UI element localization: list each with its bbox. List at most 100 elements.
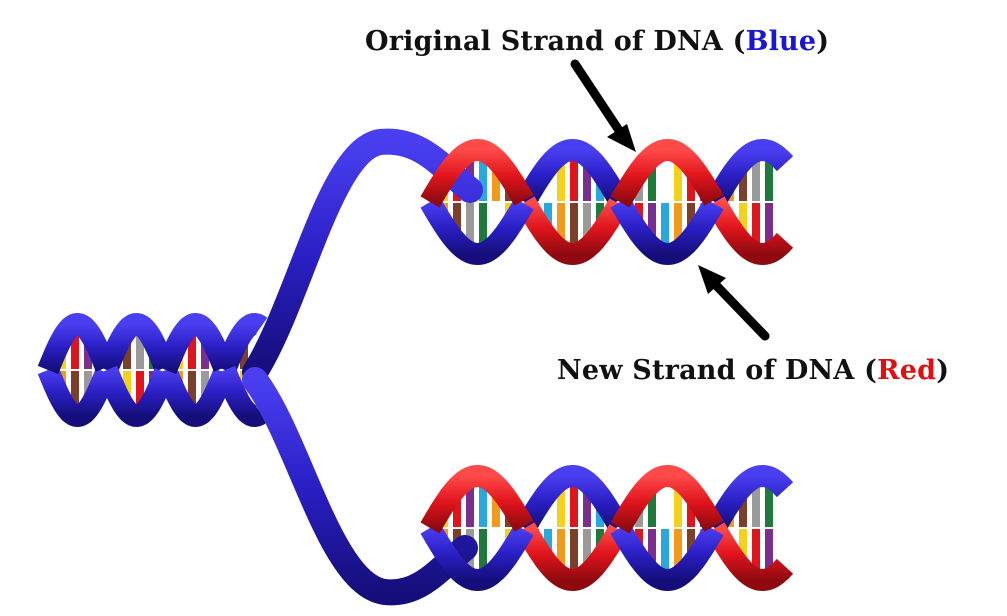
lower-helix-base [583, 529, 591, 567]
lower-helix-base [687, 529, 695, 558]
lower-helix-strand-a [420, 522, 534, 592]
upper-helix-base [583, 163, 591, 201]
upper-helix-base [765, 159, 773, 201]
lower-helix-strand-a [515, 464, 629, 534]
upper-helix-base [544, 203, 552, 230]
upper-helix-base [557, 161, 565, 201]
lower-helix-base [492, 529, 500, 563]
upper-helix-base [557, 203, 565, 243]
parent-helix-strand-a [96, 312, 176, 375]
upper-helix-strand-a [705, 138, 794, 208]
parent-helix-strand-a [155, 365, 235, 428]
lower-helix-strand-a [705, 464, 794, 534]
upper-helix-base [674, 203, 682, 243]
upper-helix-base [453, 203, 461, 235]
parent-helix-base [136, 371, 144, 408]
arrowhead-icon [698, 265, 726, 294]
arrowhead-icon [607, 124, 636, 152]
fork-ribbon-lower [242, 367, 478, 606]
parent-helix-strand-b [214, 365, 268, 428]
lower-helix-strand-a [610, 522, 724, 592]
parent-helix-base [123, 371, 131, 403]
back-strands [96, 138, 794, 592]
lower-helix-base [466, 485, 474, 527]
lower-helix-base [661, 484, 669, 527]
parent-helix-base [188, 371, 196, 408]
original-strand-label: Original Strand of DNA (Blue) [365, 26, 829, 57]
parent-helix-strand-b [96, 365, 176, 428]
upper-helix-base [752, 203, 760, 245]
parent-helix-strand-a [214, 312, 268, 375]
parent-helix-base [84, 339, 92, 369]
parent-helix-base [188, 332, 196, 369]
upper-helix-base [648, 203, 656, 240]
lower-helix-base [674, 487, 682, 527]
upper-helix-base [466, 203, 474, 245]
lower-helix-base [739, 494, 747, 527]
parent-helix-strand-b [37, 312, 117, 375]
lower-helix-base [661, 529, 669, 572]
parent-helix-base [240, 339, 248, 369]
upper-helix-base [570, 203, 578, 246]
new-label-suffix: ) [936, 355, 950, 386]
parent-helix-strand-a [37, 365, 117, 428]
upper-helix-strand-a [420, 196, 534, 266]
replication-fork [242, 128, 483, 606]
parent-helix-base [71, 332, 79, 369]
parent-helix-base [201, 371, 209, 403]
upper-helix-strand-b [705, 196, 794, 266]
upper-helix-base [492, 203, 500, 237]
lower-helix-base [557, 529, 565, 569]
upper-helix-strand-a [515, 138, 629, 208]
lower-helix-base [648, 490, 656, 527]
lower-helix-base [557, 487, 565, 527]
upper-helix-base [752, 159, 760, 201]
lower-helix-base [544, 529, 552, 556]
lower-helix-base [479, 529, 487, 572]
upper-helix-base [661, 158, 669, 201]
upper-helix-base [479, 203, 487, 246]
upper-helix-strand-b [610, 138, 724, 208]
parent-helix-base [71, 371, 79, 408]
new-strand-label: New Strand of DNA (Red) [557, 355, 949, 386]
lower-helix-base [570, 484, 578, 527]
lower-helix-base [765, 485, 773, 527]
upper-helix-base [661, 203, 669, 246]
lower-helix-strand-b [515, 522, 629, 592]
lower-helix-base [492, 493, 500, 527]
upper-helix-strand-b [515, 196, 629, 266]
upper-helix-base [648, 164, 656, 201]
lower-helix-base [752, 529, 760, 571]
parent-helix-strand-b [155, 312, 235, 375]
new-label-highlight: Red [877, 355, 937, 386]
parent-helix-base [84, 371, 92, 401]
upper-helix-strand-a [610, 196, 724, 266]
lower-helix-base [739, 529, 747, 562]
lower-helix-base [765, 529, 773, 571]
upper-helix-base [765, 203, 773, 245]
original-label-highlight: Blue [745, 26, 817, 57]
original-label-prefix: Original Strand of DNA ( [365, 26, 746, 57]
lower-helix-base [687, 498, 695, 527]
upper-helix-base [739, 168, 747, 201]
lower-helix-strand-b [420, 464, 534, 534]
upper-helix-base [687, 172, 695, 201]
front-strands [37, 138, 724, 592]
upper-helix-base [739, 203, 747, 236]
upper-helix-base [583, 203, 591, 241]
upper-helix-base [492, 167, 500, 201]
upper-helix-base [674, 161, 682, 201]
new-label-prefix: New Strand of DNA ( [557, 355, 878, 386]
lower-helix-base [453, 495, 461, 527]
lower-helix-base [674, 529, 682, 569]
upper-helix-base [570, 158, 578, 201]
upper-helix-base [479, 158, 487, 201]
lower-helix-base [544, 500, 552, 527]
upper-helix-strand-b [420, 138, 534, 208]
original-label-suffix: ) [816, 26, 830, 57]
upper-helix-base [687, 203, 695, 232]
parent-helix-base [136, 332, 144, 369]
upper-helix-base [544, 174, 552, 201]
parent-helix-base [123, 337, 131, 369]
